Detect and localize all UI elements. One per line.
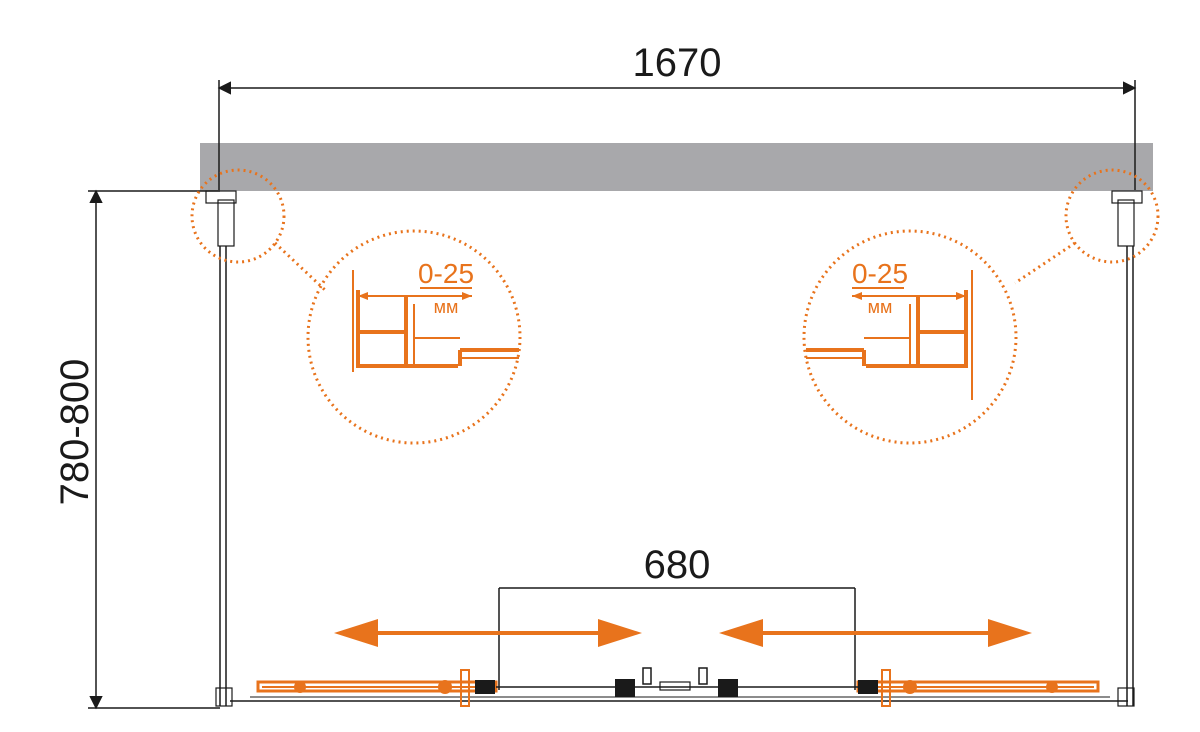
right-detail-unit: мм: [868, 297, 893, 317]
right-detail-range: 0-25: [852, 258, 908, 289]
left-detail-callout: 0-25 мм: [190, 168, 522, 445]
right-side-panel: [1111, 190, 1143, 707]
left-sliding-arrow: [334, 619, 642, 647]
opening-label: 680: [644, 543, 711, 587]
left-detail-range: 0-25: [418, 258, 474, 289]
overall-width-dimension: 1670: [217, 41, 1137, 190]
wall: [200, 143, 1153, 191]
right-detail-callout: 0-25 мм: [802, 168, 1160, 445]
center-handles: [496, 667, 858, 697]
depth-label: 780-800: [53, 359, 97, 506]
opening-dimension: 680: [498, 543, 856, 690]
right-sliding-arrow: [719, 619, 1032, 647]
left-side-panel: [205, 190, 237, 707]
left-detail-unit: мм: [434, 297, 459, 317]
overall-width-label: 1670: [633, 41, 722, 85]
depth-dimension: 780-800: [53, 189, 220, 710]
